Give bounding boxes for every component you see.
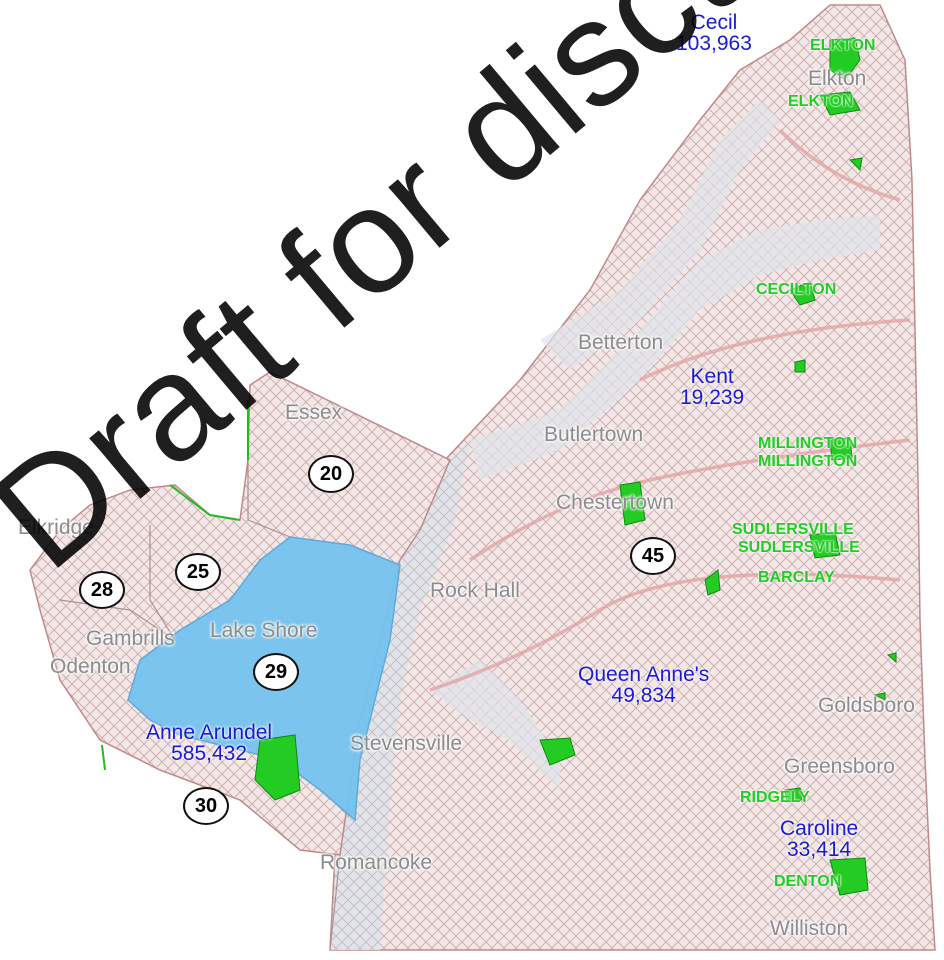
place-label-odenton: Odenton <box>50 655 131 678</box>
county-label-caroline: Caroline 33,414 <box>780 818 858 860</box>
county-population: 585,432 <box>171 742 248 765</box>
district-marker-28[interactable]: 28 <box>79 571 125 609</box>
town-label-elkton: ELKTON <box>810 37 876 54</box>
river-band-1 <box>470 215 880 480</box>
place-label-greensboro: Greensboro <box>784 755 895 778</box>
county-population: 33,414 <box>786 838 852 861</box>
town-label-millington: MILLINGTON <box>758 435 858 452</box>
district-marker-25[interactable]: 25 <box>175 553 221 591</box>
town-label-sudlersville: SUDLERSVILLE <box>738 539 860 556</box>
bay-water-band <box>330 440 470 950</box>
county-label-queen-annes: Queen Anne's 49,834 <box>578 664 709 706</box>
county-label-cecil: Cecil 103,963 <box>676 12 752 54</box>
roads <box>429 128 911 692</box>
district-marker-30[interactable]: 30 <box>183 787 229 825</box>
town-label-denton: DENTON <box>774 873 842 890</box>
place-label-gambrills: Gambrills <box>86 627 175 650</box>
place-label-betterton: Betterton <box>578 331 664 354</box>
county-population: 49,834 <box>611 684 676 707</box>
town-label-ridgely: RIDGELY <box>740 789 810 806</box>
county-name: Queen Anne's <box>578 663 710 686</box>
place-label-romancoke: Romancoke <box>320 851 433 874</box>
district-marker-20[interactable]: 20 <box>308 455 354 493</box>
county-name: Caroline <box>780 817 859 840</box>
county-label-kent: Kent 19,239 <box>680 366 744 408</box>
county-name: Kent <box>690 365 734 388</box>
town-label-cecilton: CECILTON <box>756 281 837 298</box>
district-boundaries <box>59 460 341 951</box>
town-label-barclay: BARCLAY <box>758 569 835 586</box>
district-marker-45[interactable]: 45 <box>630 537 676 575</box>
county-name: Cecil <box>690 11 738 34</box>
place-label-stevensville: Stevensville <box>350 732 463 755</box>
town-patches <box>254 37 897 896</box>
place-label-williston: Williston <box>770 917 849 940</box>
place-label-lake-shore: Lake Shore <box>210 619 318 642</box>
place-label-butlertown: Butlertown <box>544 423 644 446</box>
green-boundaries <box>101 400 249 771</box>
county-population: 103,963 <box>676 32 752 55</box>
county-population: 19,239 <box>680 386 745 409</box>
town-label-elkton: ELKTON <box>788 93 854 110</box>
river-band-3 <box>540 100 780 370</box>
place-label-goldsboro: Goldsboro <box>818 694 915 717</box>
place-label-elkridge: Elkridge <box>18 516 94 539</box>
town-label-sudlersville: SUDLERSVILLE <box>732 521 854 538</box>
place-label-rock-hall: Rock Hall <box>430 579 520 602</box>
river-band-2 <box>430 660 560 790</box>
district-marker-29[interactable]: 29 <box>253 653 299 691</box>
county-name: Anne Arundel <box>146 721 273 744</box>
place-label-elkton: Elkton <box>808 67 867 90</box>
town-label-millington: MILLINGTON <box>758 453 858 470</box>
place-label-chestertown: Chestertown <box>556 491 674 514</box>
place-label-essex: Essex <box>285 401 343 424</box>
county-label-anne-arundel: Anne Arundel 585,432 <box>146 722 272 764</box>
